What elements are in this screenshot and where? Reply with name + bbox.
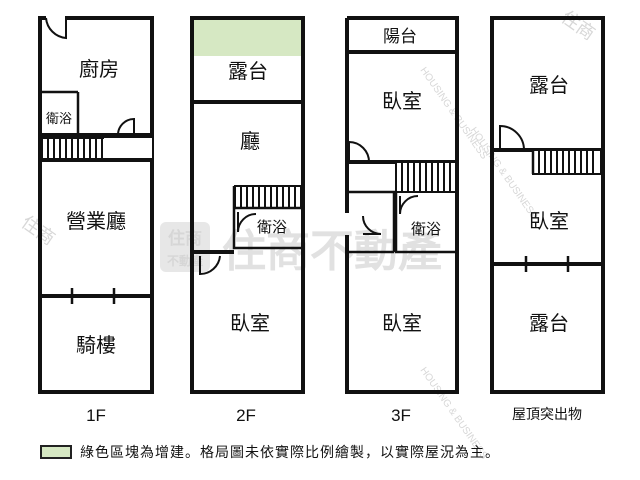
watermark-logo-box (160, 222, 210, 272)
watermark-logo-right: 住商 (558, 7, 599, 44)
room-balcony: 陽台 (383, 27, 417, 47)
door-icon (399, 195, 419, 215)
room-bedroom: 臥室 (230, 311, 270, 335)
stairs-icon (234, 185, 302, 209)
wall-line (347, 190, 396, 254)
floor-roof: 露台 臥室 露台 屋頂突出物 (490, 16, 605, 422)
addition-area (194, 20, 301, 56)
door-icon (45, 16, 67, 40)
floor-label-2f: 2F (236, 406, 256, 425)
stairs-icon (41, 137, 153, 161)
watermark-logo-bottom: 不動產 (167, 253, 203, 268)
floor-1f-top-opening (46, 14, 66, 22)
floor-roof-outline (490, 16, 605, 394)
room-kitchen: 廚房 (79, 57, 119, 81)
stairs-icon (395, 161, 457, 193)
door-icon (117, 117, 135, 136)
door-icon (362, 215, 382, 235)
room-terrace-bottom: 露台 (529, 311, 569, 335)
floor-1f-outline (38, 16, 154, 394)
floor-2f: 露台 廳 衛浴 臥室 2F (190, 16, 305, 425)
legend-swatch (40, 445, 72, 459)
door-icon (499, 124, 525, 151)
floor-3f: 陽台 臥室 衛浴 臥室 3F (345, 16, 459, 425)
legend: 綠色區塊為增建。格局圖未依實際比例繪製，以實際屋況為主。 (40, 440, 500, 464)
wall-line (394, 192, 457, 254)
floor-2f-outline (190, 16, 305, 394)
floor-label-roof: 屋頂突出物 (512, 406, 582, 422)
room-bedroom-bottom: 臥室 (382, 311, 422, 335)
column-marks (524, 256, 570, 272)
room-bath: 衛浴 (257, 218, 287, 236)
room-bedroom-top: 臥室 (382, 89, 422, 113)
floor-label-3f: 3F (391, 406, 411, 425)
room-arcade: 騎樓 (76, 333, 116, 357)
door-icon (348, 140, 370, 163)
room-hall: 廳 (240, 129, 260, 153)
watermark-logo-top: 住商 (168, 228, 202, 249)
stairs-icon (532, 149, 602, 175)
watermark-english-2: HOUSING & BUSINESS (468, 125, 540, 221)
legend-text: 綠色區塊為增建。格局圖未依實際比例繪製，以實際屋況為主。 (80, 445, 500, 461)
door-icon (237, 212, 257, 233)
floor-1f: 廚房 衛浴 營業廳 騎樓 1F (38, 14, 154, 425)
room-terrace-top: 露台 (529, 73, 569, 97)
room-bath: 衛浴 (411, 220, 441, 238)
wall-line (232, 186, 303, 250)
room-bedroom: 臥室 (529, 209, 569, 233)
door-icon (199, 255, 221, 276)
column-marks (70, 288, 116, 304)
room-bath: 衛浴 (46, 112, 72, 127)
room-business-hall: 營業廳 (66, 209, 126, 233)
floor-label-1f: 1F (86, 406, 106, 425)
room-balcony: 露台 (228, 59, 268, 83)
